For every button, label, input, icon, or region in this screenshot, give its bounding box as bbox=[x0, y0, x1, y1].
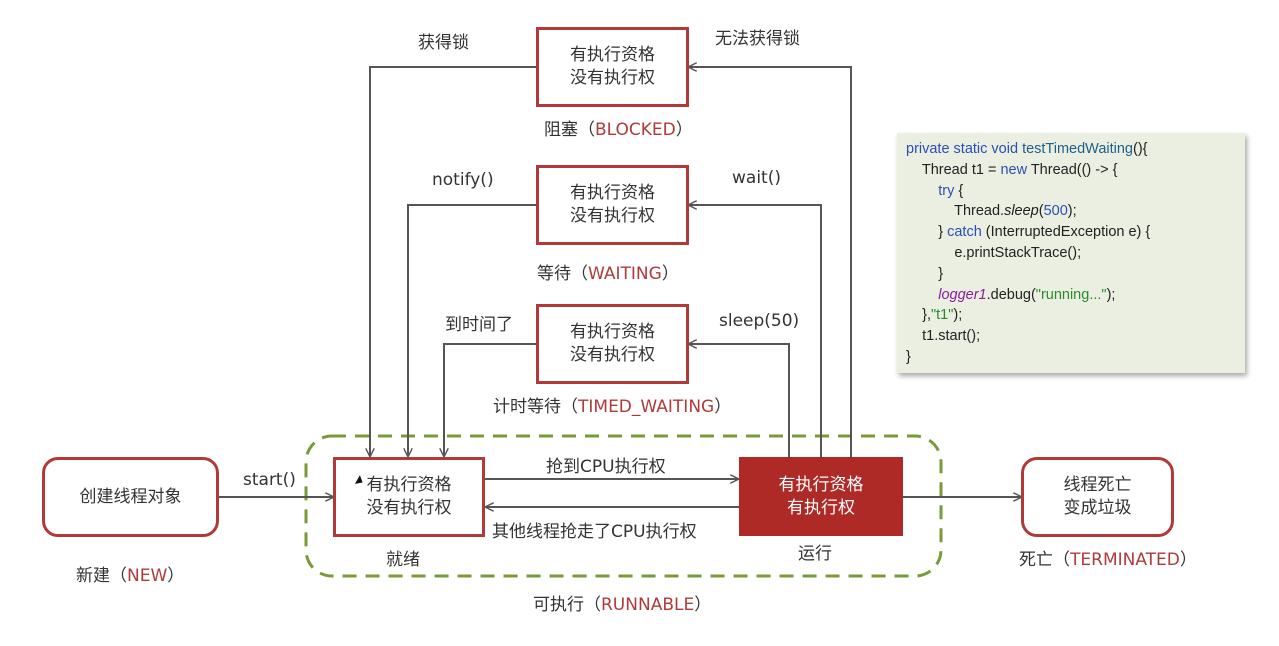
waiting-state-label: 等待（WAITING） bbox=[537, 264, 679, 284]
running-state-label: 运行 bbox=[798, 544, 832, 564]
ready-state-label: 就绪 bbox=[386, 550, 420, 570]
timed-waiting-state-box: 有执行资格 没有执行权 bbox=[536, 304, 689, 384]
terminated-box-line-1: 线程死亡 bbox=[1063, 475, 1132, 495]
get-cpu-label: 抢到CPU执行权 bbox=[546, 457, 666, 477]
blocked-box-line-2: 没有执行权 bbox=[570, 68, 655, 88]
notify-label: notify() bbox=[432, 170, 494, 190]
timed-waiting-state-label: 计时等待（TIMED_WAITING） bbox=[493, 397, 732, 417]
acquire-lock-label: 获得锁 bbox=[418, 33, 469, 53]
new-state-box: 创建线程对象 bbox=[42, 457, 219, 537]
code-line: Thread t1 = new Thread(() -> { bbox=[906, 161, 1118, 178]
time-up-label: 到时间了 bbox=[445, 315, 513, 335]
cannot-acquire-lock-label: 无法获得锁 bbox=[715, 29, 800, 49]
new-box-line-1: 创建线程对象 bbox=[79, 486, 182, 507]
code-line: Thread.sleep(500); bbox=[906, 203, 1077, 220]
code-line: try { bbox=[938, 182, 964, 199]
lose-cpu-label: 其他线程抢走了CPU执行权 bbox=[492, 522, 697, 542]
code-line: private static void testTimedWaiting(){ bbox=[906, 141, 1148, 157]
ready-state-box: 有执行资格 没有执行权 bbox=[333, 457, 485, 537]
blocked-state-box: 有执行资格 没有执行权 bbox=[536, 27, 689, 107]
sleep-label: sleep(50) bbox=[719, 311, 800, 331]
running-box-line-1: 有执行资格 bbox=[778, 474, 864, 495]
code-line: } bbox=[906, 348, 911, 365]
code-line: },"t1"); bbox=[906, 307, 963, 324]
waiting-box-line-2: 没有执行权 bbox=[570, 206, 655, 226]
timed-waiting-box-line-2: 没有执行权 bbox=[570, 345, 655, 365]
code-line: } catch (InterruptedException e) { bbox=[906, 224, 1151, 241]
ready-box-line-1: 有执行资格 bbox=[366, 475, 452, 495]
code-line: } bbox=[906, 265, 944, 282]
terminated-box-line-2: 变成垃圾 bbox=[1063, 498, 1132, 518]
start-label: start() bbox=[243, 470, 296, 490]
terminated-state-box: 线程死亡 变成垃圾 bbox=[1021, 457, 1174, 537]
wait-label: wait() bbox=[732, 168, 781, 188]
code-snippet: private static void testTimedWaiting(){ … bbox=[897, 133, 1245, 373]
code-line: logger1.debug("running..."); bbox=[938, 286, 1116, 303]
ready-box-line-2: 没有执行权 bbox=[366, 498, 452, 518]
terminated-state-label: 死亡（TERMINATED） bbox=[1019, 550, 1197, 570]
timed-waiting-box-line-1: 有执行资格 bbox=[570, 322, 655, 342]
code-line: e.printStackTrace(); bbox=[906, 244, 1082, 261]
new-state-label: 新建（NEW） bbox=[76, 566, 185, 586]
blocked-box-line-1: 有执行资格 bbox=[570, 45, 655, 65]
waiting-state-box: 有执行资格 没有执行权 bbox=[536, 165, 689, 245]
running-box-line-2: 有执行权 bbox=[787, 497, 855, 518]
running-state-box: 有执行资格 有执行权 bbox=[739, 457, 903, 536]
waiting-box-line-1: 有执行资格 bbox=[570, 183, 655, 203]
code-line: t1.start(); bbox=[906, 328, 981, 345]
blocked-state-label: 阻塞（BLOCKED） bbox=[544, 120, 693, 140]
runnable-group-label: 可执行（RUNNABLE） bbox=[533, 595, 712, 615]
